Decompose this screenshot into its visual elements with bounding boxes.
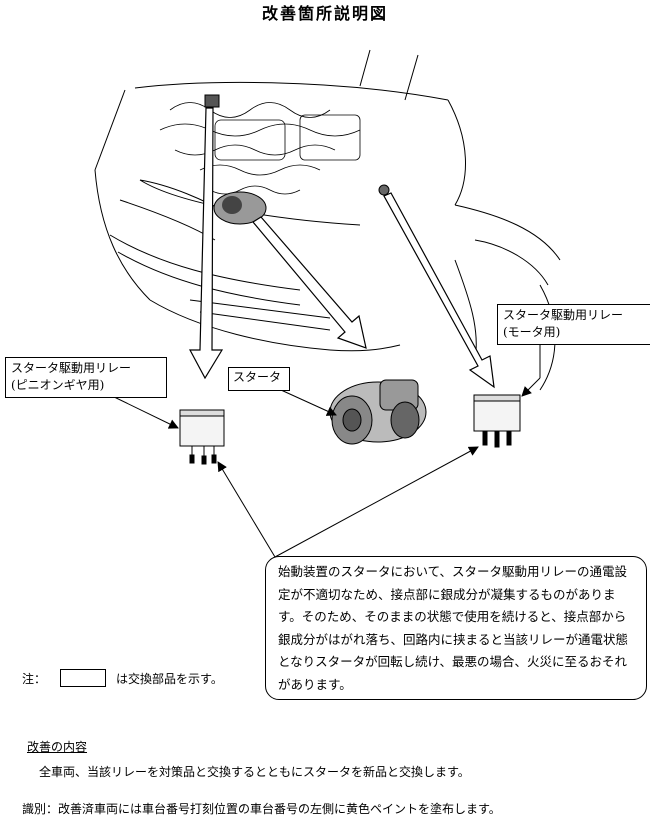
explanation-callout: 始動装置のスタータにおいて、スタータ駆動用リレーの通電設定が不適切なため、接点部…	[265, 556, 647, 700]
page-title: 改善箇所説明図	[261, 4, 388, 23]
label-starter: スタータ	[228, 367, 290, 391]
label-motor-relay-line2: (モータ用)	[503, 325, 561, 339]
improvement-heading: 改善の内容	[27, 740, 88, 754]
relay-location-motor	[378, 184, 390, 196]
pinion-relay-icon	[179, 409, 225, 465]
label-pinion-relay-line1: スタータ駆動用リレー	[11, 361, 132, 375]
car-drawing	[94, 49, 561, 391]
label-motor-relay: スタータ駆動用リレー (モータ用)	[497, 304, 650, 345]
legend-note-text: は交換部品を示す。	[116, 671, 223, 686]
relay-location-pinion	[204, 94, 220, 108]
label-motor-relay-line1: スタータ駆動用リレー	[503, 308, 624, 322]
legend-note: 注： は交換部品を示す。	[22, 668, 223, 688]
identification-text: 識別：改善済車両には車台番号打刻位置の車台番号の左側に黄色ペイントを塗布します。	[22, 802, 501, 816]
legend-note-prefix: 注：	[22, 671, 47, 686]
starter-icon	[329, 379, 427, 445]
label-pinion-relay-line2: (ピニオンギヤ用)	[11, 378, 105, 392]
starter-in-bay-icon	[213, 191, 267, 225]
replacement-part-swatch	[60, 669, 107, 687]
improvement-body: 全車両、当該リレーを対策品と交換するとともにスタータを新品と交換します。	[39, 765, 470, 779]
location-arrows	[188, 107, 495, 389]
motor-relay-icon	[473, 394, 521, 448]
label-pinion-relay: スタータ駆動用リレー (ピニオンギヤ用)	[5, 357, 167, 398]
